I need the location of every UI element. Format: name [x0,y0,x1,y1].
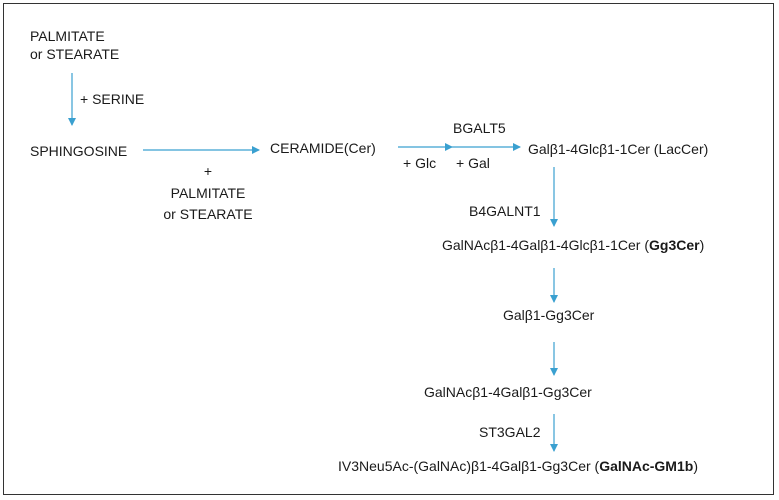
laccer-node: Galβ1-4Glcβ1-1Cer (LacCer) [528,141,709,157]
gal-gg3cer-node: Galβ1-Gg3Cer [503,307,595,323]
palmitate-bottom-line1: PALMITATE [170,185,246,201]
plus-label: + [203,163,213,179]
gm1b-node: IV3Neu5Ac-(GalNAc)β1-4Galβ1-Gg3Cer (GalN… [338,456,698,476]
palmitate-bottom-line2: or STEARATE [163,206,253,222]
gg3cer-close-text: ) [699,237,705,253]
glc-label: + Glc [403,155,437,171]
gm1b-main-text: IV3Neu5Ac-(GalNAc)β1-4Galβ1-Gg3Cer ( [338,458,600,474]
ceramide-node: CERAMIDE(Cer) [270,140,376,156]
palmitate-top-line2: or STEARATE [30,46,120,62]
serine-label: + SERINE [80,91,145,107]
sphingosine-node: SPHINGOSINE [30,143,128,159]
gal-label: + Gal [456,155,490,171]
gg3cer-bold-text: Gg3Cer [649,237,700,253]
gm1b-close-text: ) [693,458,698,474]
enzyme-b4galnt1: B4GALNT1 [469,203,541,219]
enzyme-st3gal2: ST3GAL2 [479,424,541,440]
galnac-gal-gg3cer-node: GalNAcβ1-4Galβ1-Gg3Cer [424,384,592,400]
gg3cer-main-text: GalNAcβ1-4Galβ1-4Glcβ1-1Cer ( [442,237,649,253]
enzyme-bgalt5: BGALT5 [453,120,506,136]
gm1b-bold-text: GalNAc-GM1b [599,458,694,474]
diagram-frame [3,3,774,495]
palmitate-top-line1: PALMITATE [30,28,105,44]
gg3cer-node: GalNAcβ1-4Galβ1-4Glcβ1-1Cer (Gg3Cer) [442,235,704,255]
